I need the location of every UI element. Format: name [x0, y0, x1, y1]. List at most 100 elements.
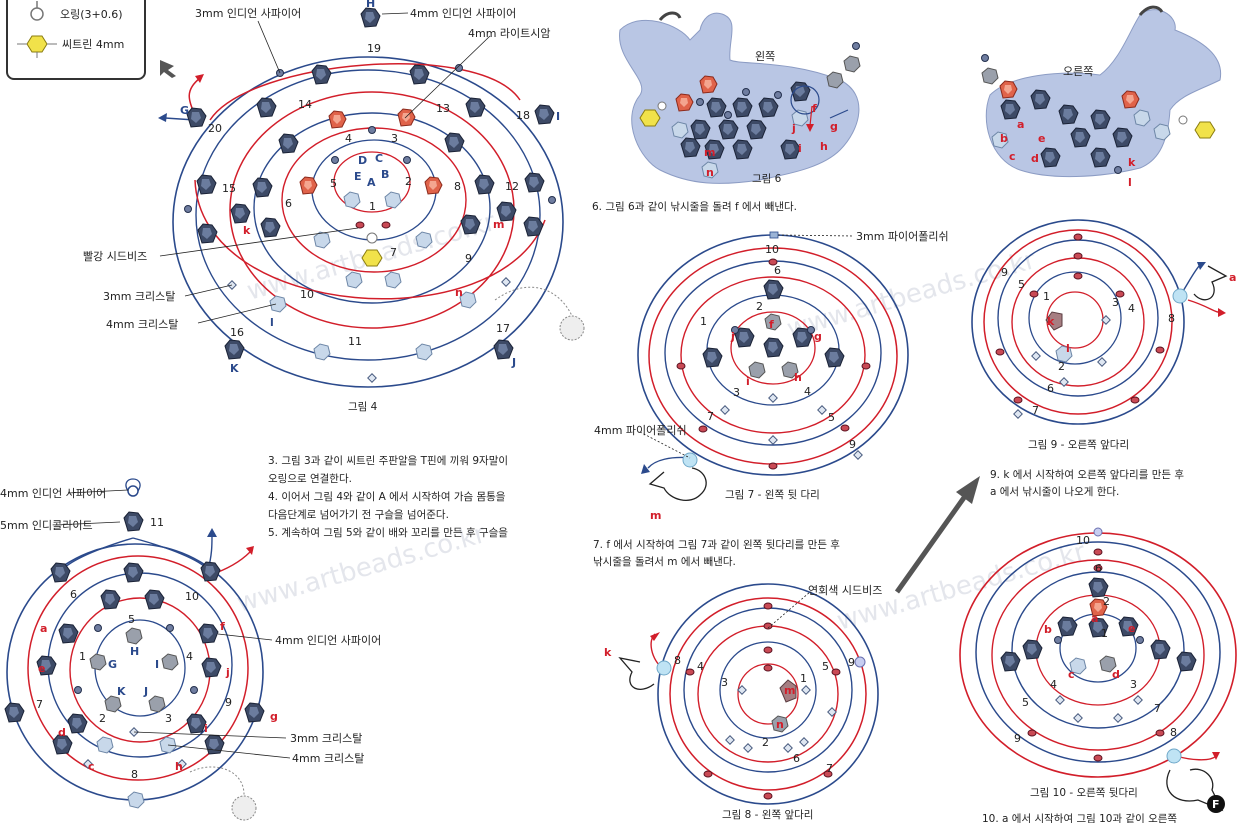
fig4-num: 11 — [348, 335, 362, 348]
fig6-letter: i — [798, 142, 802, 155]
legend: 오링(3+0.6) 씨트린 4mm — [17, 1, 124, 58]
fig9-num: 7 — [1032, 404, 1039, 417]
fig6-letter: j — [791, 122, 796, 135]
callout-red-seed-bead: 빨강 시드비즈 — [83, 250, 147, 263]
fig7-num: 10 — [765, 243, 779, 256]
fig8-num: 1 — [800, 672, 807, 685]
fig7-instruction: 낚시줄을 돌려서 m 에서 빼낸다. — [593, 556, 736, 568]
fig6-caption: 그림 6 — [752, 173, 782, 185]
instruction-line: 오링으로 연결한다. — [268, 473, 352, 485]
grey-bead — [779, 679, 797, 703]
fig8-num: 7 — [826, 762, 833, 775]
flow-arrow — [894, 476, 980, 594]
callout-4mm-indian-sapphire: 4mm 인디언 사파이어 — [0, 487, 106, 500]
fig9-num: 3 — [1112, 296, 1119, 309]
fig4-letter: C — [375, 152, 383, 165]
fig10-num: 1 — [1101, 627, 1108, 640]
instruction-line: 5. 계속하여 그림 5와 같이 배와 꼬리를 만든 후 구슬을 — [268, 526, 508, 539]
fig7-num: 1 — [700, 315, 707, 328]
fig8-caption: 그림 8 - 왼쪽 앞다리 — [722, 809, 813, 821]
callout-5mm-indicolite: 5mm 인디콜라이트 — [0, 519, 93, 532]
fig4-letter: D — [358, 154, 367, 167]
fig7-num: 9 — [849, 438, 856, 451]
fig6-letter: n — [706, 166, 714, 179]
instruction-line: 다음단계로 넘어가기 전 구슬을 넘어준다. — [268, 509, 449, 521]
citrine-bead-icon — [1194, 121, 1216, 139]
fig5-letter: I — [155, 658, 159, 671]
fig7-num: 4 — [804, 385, 811, 398]
fig7-num: 2 — [756, 300, 763, 313]
fig8-num: 8 — [674, 654, 681, 667]
fig5-num: 2 — [99, 712, 106, 725]
fig5-num: 4 — [186, 650, 193, 663]
fig10-letter: e — [1128, 622, 1135, 635]
fig10-num: 7 — [1154, 702, 1161, 715]
fig5-letter: h — [175, 760, 183, 773]
pointer-arrow-icon — [160, 60, 176, 78]
fig5-letter: i — [204, 722, 208, 735]
fig9-num: 2 — [1058, 360, 1065, 373]
fig5-num: 1 — [79, 650, 86, 663]
fig6-letter: l — [1128, 176, 1132, 189]
fig9-instruction: a 에서 낚시줄이 나오게 한다. — [990, 486, 1119, 498]
crimp-cover-icon — [559, 315, 585, 341]
fig7-letter: g — [814, 330, 822, 343]
fig9-instruction: 9. k 에서 시작하여 오른쪽 앞다리를 만든 후 — [990, 468, 1184, 481]
fig10-num: 2 — [1103, 595, 1110, 608]
figure-8: 연회색 시드비즈 8 4 3 1 5 9 2 6 7 k m n 그림 8 - … — [604, 583, 882, 821]
fig8-num: 5 — [822, 660, 829, 673]
fig4-num: 13 — [436, 102, 450, 115]
fig7-letter: f — [769, 318, 774, 331]
fig5-letter: d — [58, 726, 66, 739]
figure-5: 4mm 인디언 사파이어 5mm 인디콜라이트 11 4mm 인디언 사파이어 … — [0, 478, 381, 821]
page-badge — [1207, 795, 1225, 813]
fig7-letter: i — [746, 375, 750, 388]
fig10-num: 10 — [1076, 534, 1090, 547]
figure-6: 왼쪽 오른쪽 f g j i h m n b a e c d k l 그림 6 … — [592, 5, 1222, 213]
callout-4mm-light-siam: 4mm 라이트시암 — [468, 27, 551, 40]
fig8-num: 4 — [697, 660, 704, 673]
fig5-num: 8 — [131, 768, 138, 781]
legend-item-oring: 오링(3+0.6) — [60, 8, 123, 21]
fig8-num: 9 — [848, 656, 855, 669]
fig4-num: 10 — [300, 288, 314, 301]
instruction-line: 3. 그림 3과 같이 씨트린 주판알을 T핀에 끼워 9자말이 — [268, 454, 508, 467]
fig4-num: 15 — [222, 182, 236, 195]
figure-10: 10 6 2 1 4 3 5 7 8 9 b a e c d 그림 10 - 오… — [959, 527, 1237, 823]
fig4-letter: n — [455, 286, 463, 299]
fig4-num: 19 — [367, 42, 381, 55]
fig6-letter: m — [704, 146, 715, 159]
fig8-letter: n — [776, 718, 784, 731]
fig6-letter: h — [820, 140, 828, 153]
fig10-num: 9 — [1014, 732, 1021, 745]
instruction-line: 4. 이어서 그림 4와 같이 A 에서 시작하여 가슴 몸통을 — [268, 490, 506, 503]
fig5-letter: f — [220, 620, 225, 633]
fig5-num: 6 — [70, 588, 77, 601]
fig4-num: 7 — [390, 246, 397, 259]
fig8-num: 2 — [762, 736, 769, 749]
fig6-letter: k — [1128, 156, 1136, 169]
fig5-num: 3 — [165, 712, 172, 725]
callout-4mm-indian-sapphire: 4mm 인디언 사파이어 — [410, 7, 516, 20]
fig4-letter: I — [556, 110, 560, 123]
fig5-top-number: 11 — [150, 516, 164, 529]
fig4-num: 16 — [230, 326, 244, 339]
fig9-num: 8 — [1168, 312, 1175, 325]
fig10-letter: c — [1068, 668, 1075, 681]
fig10-num: 3 — [1130, 678, 1137, 691]
fig5-letter: g — [270, 710, 278, 723]
fig10-letter: a — [1091, 612, 1098, 625]
legend-item-citrine: 씨트린 4mm — [62, 38, 124, 51]
fig8-num: 3 — [721, 676, 728, 689]
fig8-letter: m — [784, 684, 795, 697]
fig4-letter: K — [230, 362, 239, 375]
fig6-letter: g — [830, 120, 838, 133]
fig6-letter: e — [1038, 132, 1045, 145]
callout-3mm-crystal: 3mm 크리스탈 — [103, 290, 175, 303]
fig9-caption: 그림 9 - 오른쪽 앞다리 — [1028, 439, 1129, 451]
fig10-caption: 그림 10 - 오른쪽 뒷다리 — [1030, 786, 1138, 799]
fig4-num: 18 — [516, 109, 530, 122]
fig9-num: 5 — [1018, 278, 1025, 291]
fig9-num: 9 — [1001, 266, 1008, 279]
